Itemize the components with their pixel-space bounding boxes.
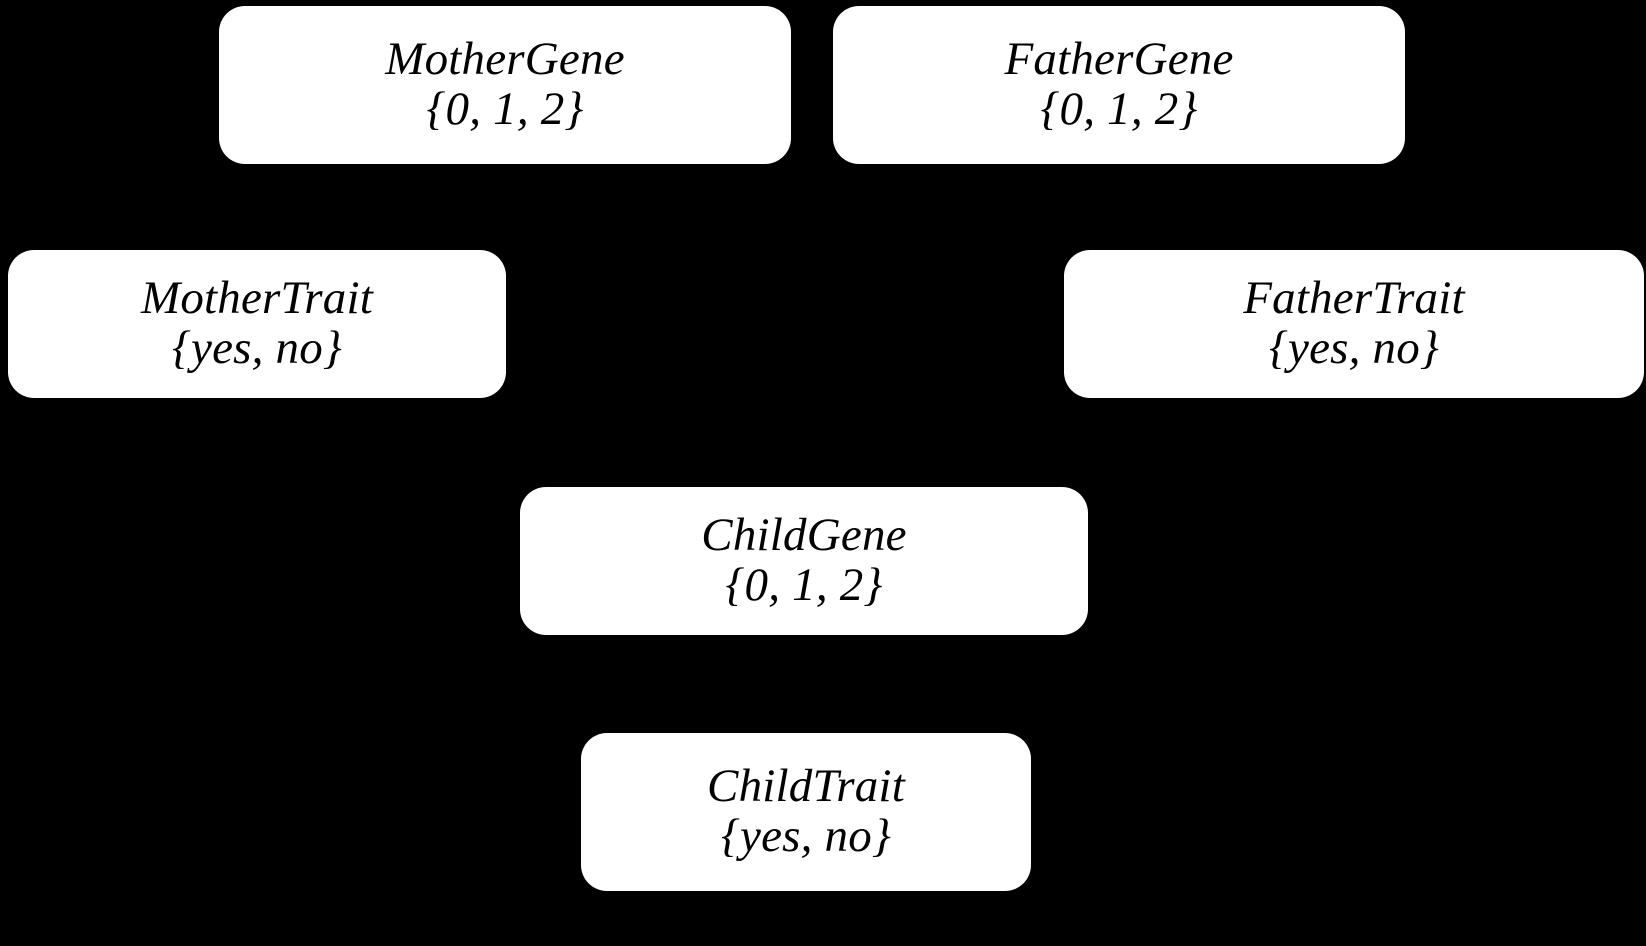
node-child-trait[interactable]: ChildTrait {yes, no} (581, 733, 1031, 891)
node-father-trait-label: FatherTrait (1243, 272, 1465, 325)
node-father-gene-domain: {0, 1, 2} (1040, 83, 1198, 135)
node-father-gene-label: FatherGene (1004, 33, 1234, 86)
node-child-gene-domain: {0, 1, 2} (725, 559, 883, 611)
node-child-gene[interactable]: ChildGene {0, 1, 2} (520, 487, 1088, 635)
node-mother-trait[interactable]: MotherTrait {yes, no} (8, 250, 506, 398)
node-father-trait-domain: {yes, no} (1269, 322, 1439, 374)
node-father-gene[interactable]: FatherGene {0, 1, 2} (833, 6, 1405, 164)
node-child-trait-domain: {yes, no} (721, 810, 891, 862)
node-mother-trait-label: MotherTrait (140, 272, 373, 325)
node-child-gene-label: ChildGene (701, 509, 907, 562)
node-mother-gene[interactable]: MotherGene {0, 1, 2} (219, 6, 791, 164)
node-father-trait[interactable]: FatherTrait {yes, no} (1064, 250, 1644, 398)
node-mother-trait-domain: {yes, no} (172, 322, 342, 374)
node-mother-gene-domain: {0, 1, 2} (426, 83, 584, 135)
node-mother-gene-label: MotherGene (385, 33, 625, 86)
node-child-trait-label: ChildTrait (707, 760, 905, 813)
